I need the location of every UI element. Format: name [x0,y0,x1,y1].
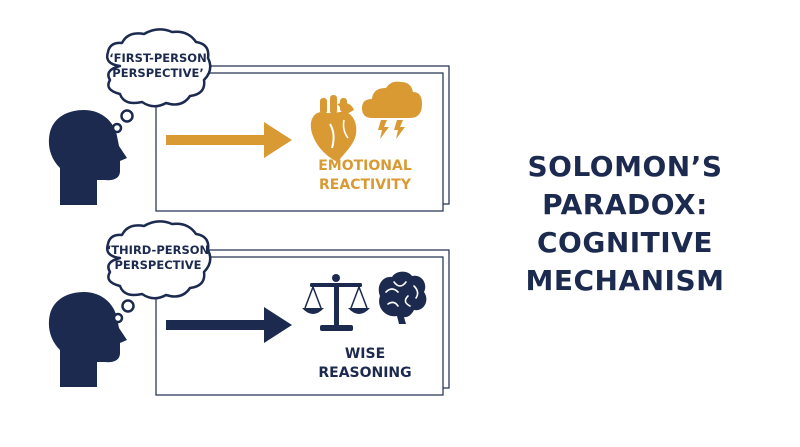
top-thought-text: ‘FIRST-PERSON PERSPECTIVE’ [102,51,214,81]
balance-scale-icon [302,274,370,331]
title-line-4: MECHANISM [525,264,725,297]
page-title: SOLOMON’S PARADOX: COGNITIVE MECHANISM [490,148,760,300]
top-result-label: EMOTIONAL REACTIVITY [290,157,440,195]
top-thought-line-1: ‘FIRST-PERSON [109,51,207,65]
brain-icon [378,271,427,324]
head-silhouette-icon [48,110,128,205]
bottom-thought-line-1: ‘THIRD-PERSON [106,243,210,257]
bottom-thought-line-2: PERSPECTIVE [114,258,202,272]
title-line-2: PARADOX: [542,188,708,221]
top-thought-line-2: PERSPECTIVE’ [112,66,204,80]
title-line-3: COGNITIVE [537,226,713,259]
bottom-result-line-2: REASONING [318,365,412,381]
arrow-right-icon [166,122,292,158]
thought-bubble-icon [106,28,212,134]
bottom-row: WISE REASONING [48,220,450,396]
anatomical-heart-icon [310,95,357,162]
title-line-1: SOLOMON’S [527,150,723,183]
arrow-right-icon [166,307,292,343]
bottom-result-line-1: WISE [344,346,386,362]
top-result-line-2: REACTIVITY [319,177,411,193]
head-silhouette-icon [48,292,128,387]
bottom-thought-text: ‘THIRD-PERSON PERSPECTIVE [102,243,214,273]
top-result-line-1: EMOTIONAL [318,158,412,174]
thought-bubble-icon [106,220,212,324]
storm-cloud-icon [362,81,422,139]
top-row: EMOTIONAL REACTIVITY [48,28,450,212]
bottom-result-label: WISE REASONING [290,345,440,383]
